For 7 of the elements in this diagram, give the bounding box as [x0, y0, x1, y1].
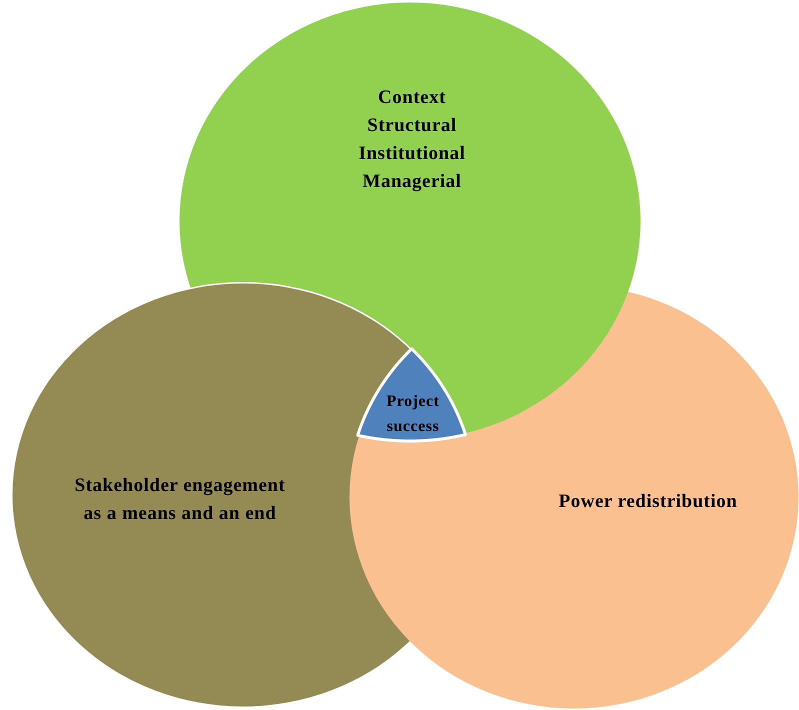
circle-label: Managerial	[362, 170, 462, 194]
center-label: Project success	[386, 392, 440, 437]
circle-label: Context	[377, 86, 447, 110]
circle-label: Stakeholder engagement as a means and an end	[74, 474, 286, 526]
circle-label: Structural	[366, 114, 458, 138]
circle-label: Power redistribution	[558, 490, 738, 514]
circle-label: Institutional	[358, 142, 466, 166]
